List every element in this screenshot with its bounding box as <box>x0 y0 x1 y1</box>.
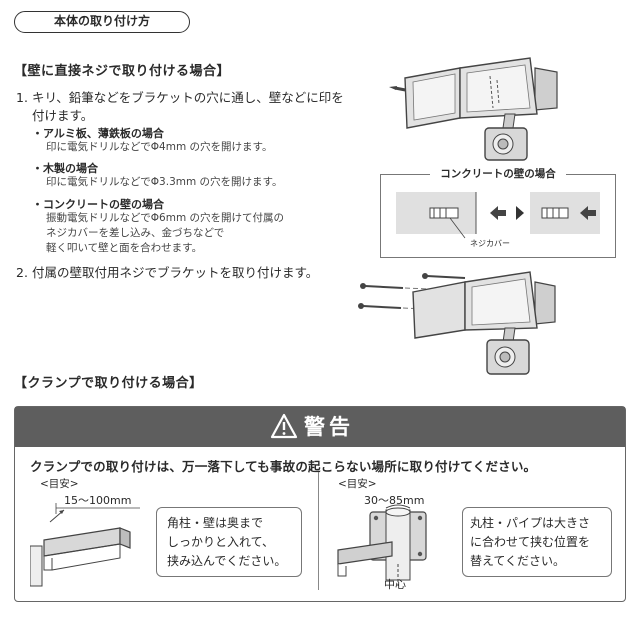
left-note-box <box>156 507 302 577</box>
warning-box <box>14 406 626 602</box>
warning-message: クランプでの取り付けは、万一落下しても事故の起こらない場所に取り付けてください。 <box>30 459 537 474</box>
sub-concrete-title: ・コンクリートの壁の場合 <box>32 198 164 211</box>
screw-icon <box>422 273 466 279</box>
dimension-arrow-icon <box>49 509 65 523</box>
warning-header-bar <box>15 407 625 447</box>
left-note-line-2: しっかりと入れて、 <box>167 535 275 549</box>
push-arrow-icon <box>580 206 596 220</box>
sub-concrete-body-3: 軽く叩いて壁と面を合わせます。 <box>46 242 203 254</box>
sub-wood-title: ・木製の場合 <box>32 162 98 175</box>
right-note-line-3: 替えてください。 <box>470 554 566 568</box>
push-arrow-icon <box>490 206 506 220</box>
right-note-box <box>462 507 612 577</box>
clamp-mount-heading: 【クランプで取り付ける場合】 <box>14 376 203 391</box>
warning-title: 警告 <box>304 415 354 439</box>
next-step-arrow-icon <box>516 206 524 220</box>
screw-icon <box>360 283 404 289</box>
step-1-line-2: 付けます。 <box>32 108 94 123</box>
right-note-line-1: 丸柱・パイプは大きさ <box>470 516 591 530</box>
wall-mount-heading: 【壁に直接ネジで取り付ける場合】 <box>14 64 231 79</box>
light-fixture-illustration <box>389 57 558 161</box>
sub-aluminum-title: ・アルミ板、薄鉄板の場合 <box>32 127 164 140</box>
left-note-line-3: 挟み込んでください。 <box>167 554 287 568</box>
step-1-number: 1. <box>16 90 28 105</box>
warning-divider <box>318 472 319 590</box>
sub-concrete-body-2: ネジカバーを差し込み、金づちなどで <box>46 227 225 239</box>
sub-aluminum-body: 印に電気ドリルなどでΦ4mm の穴を開けます。 <box>46 141 273 153</box>
bracket-screw-illustration <box>358 271 556 375</box>
warning-triangle-icon <box>270 413 298 439</box>
screw-cover-icon <box>429 207 459 219</box>
right-note-line-2: に合わせて挟む位置を <box>470 535 591 549</box>
sub-concrete-body-1: 振動電気ドリルなどでΦ6mm の穴を開けて付属の <box>46 212 285 224</box>
right-range-label: 30～85mm <box>364 494 425 507</box>
left-guideline-label: <目安> <box>40 478 79 490</box>
center-label: 中心 <box>384 578 406 591</box>
rotate-arrow-icon <box>385 504 411 509</box>
step-1: 1. キリ、鉛筆などをブラケットの穴に通し、壁などに印を 付けます。 <box>16 89 366 129</box>
right-guideline-label: <目安> <box>338 478 377 490</box>
left-range-label: 15～100mm <box>64 494 132 507</box>
step-1-line-1: キリ、鉛筆などをブラケットの穴に通し、壁などに印を <box>32 90 344 105</box>
screw-icon <box>358 303 402 309</box>
concrete-insert-diagram <box>396 192 600 239</box>
section-pill-title: 本体の取り付け方 <box>14 11 190 33</box>
square-column-clamp-illustration <box>30 503 140 587</box>
round-pipe-clamp-illustration <box>337 504 427 586</box>
step-2-number: 2. <box>16 265 28 280</box>
step-2-text: 付属の壁取付用ネジでブラケットを取り付けます。 <box>32 265 319 280</box>
screw-cover-callout: ネジカバー <box>470 239 510 248</box>
sub-wood-body: 印に電気ドリルなどでΦ3.3mm の穴を開けます。 <box>46 176 283 188</box>
concrete-inset-label: コンクリートの壁の場合 <box>430 166 566 182</box>
step-2: 2. 付属の壁取付用ネジでブラケットを取り付けます。 <box>16 264 366 284</box>
left-note-line-1: 角柱・壁は奥まで <box>167 516 264 530</box>
